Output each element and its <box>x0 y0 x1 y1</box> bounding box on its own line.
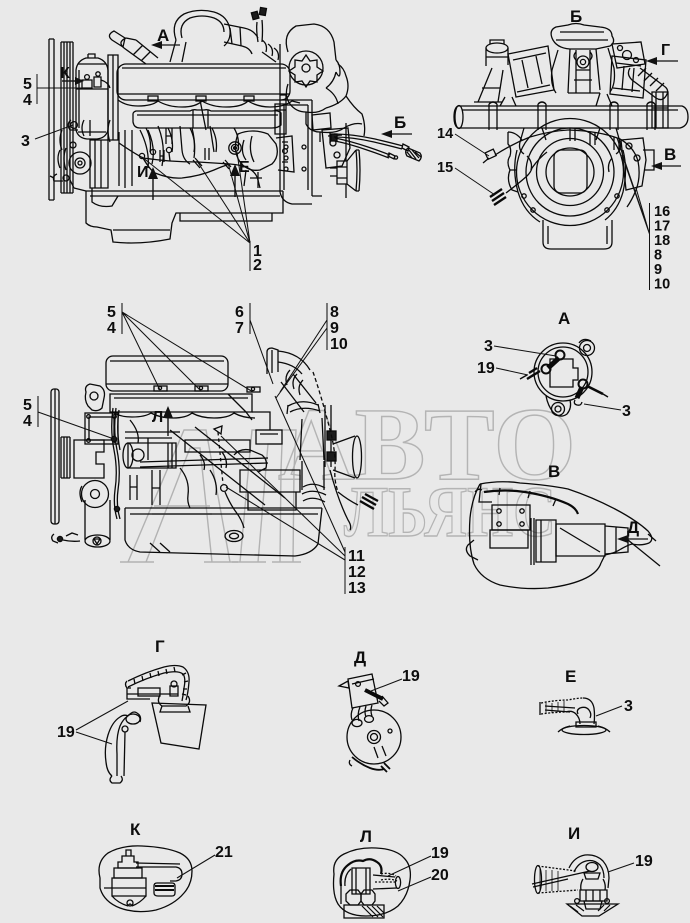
svg-text:ЛЬЯНС: ЛЬЯНС <box>344 472 556 552</box>
svg-text:6: 6 <box>235 304 244 321</box>
svg-text:19: 19 <box>635 853 653 870</box>
svg-text:8: 8 <box>654 248 662 264</box>
svg-text:14: 14 <box>437 126 453 142</box>
svg-text:12: 12 <box>348 564 366 581</box>
svg-text:Г: Г <box>661 42 670 59</box>
svg-text:4: 4 <box>23 92 32 109</box>
svg-text:9: 9 <box>330 320 339 337</box>
svg-text:1: 1 <box>253 243 262 260</box>
svg-text:Б: Б <box>570 7 582 26</box>
svg-text:16: 16 <box>654 204 670 220</box>
svg-text:К: К <box>130 820 141 839</box>
svg-text:Л: Л <box>152 409 163 426</box>
svg-text:Г: Г <box>155 637 165 656</box>
svg-text:Л: Л <box>360 827 372 846</box>
svg-text:К: К <box>60 65 70 82</box>
svg-text:4: 4 <box>23 413 32 430</box>
svg-text:3: 3 <box>624 698 633 715</box>
svg-text:5: 5 <box>23 76 32 93</box>
svg-text:Д: Д <box>627 518 639 537</box>
svg-text:15: 15 <box>437 160 453 176</box>
svg-text:Е: Е <box>565 667 576 686</box>
svg-text:8: 8 <box>330 304 339 321</box>
svg-text:10: 10 <box>654 277 670 293</box>
svg-text:3: 3 <box>21 133 30 150</box>
svg-text:21: 21 <box>215 844 233 861</box>
svg-text:Е: Е <box>239 159 250 176</box>
svg-text:4: 4 <box>107 320 116 337</box>
svg-text:Д: Д <box>354 648 366 667</box>
svg-text:9: 9 <box>654 262 662 278</box>
svg-text:18: 18 <box>654 233 670 249</box>
svg-text:В: В <box>548 462 560 481</box>
svg-text:20: 20 <box>431 867 449 884</box>
svg-text:19: 19 <box>57 724 75 741</box>
svg-text:А: А <box>558 309 570 328</box>
svg-text:13: 13 <box>348 580 366 597</box>
svg-text:3: 3 <box>622 403 631 420</box>
svg-text:И: И <box>568 824 580 843</box>
svg-text:10: 10 <box>330 336 348 353</box>
svg-text:5: 5 <box>23 397 32 414</box>
svg-text:В: В <box>664 145 676 164</box>
svg-text:И: И <box>137 164 149 181</box>
svg-text:19: 19 <box>431 845 449 862</box>
svg-text:Б: Б <box>394 113 406 132</box>
svg-text:А: А <box>157 26 169 45</box>
svg-text:19: 19 <box>477 360 495 377</box>
svg-text:3: 3 <box>484 338 493 355</box>
svg-text:5: 5 <box>107 304 116 321</box>
svg-text:11: 11 <box>348 548 365 565</box>
svg-text:7: 7 <box>235 320 244 337</box>
svg-text:17: 17 <box>654 219 670 235</box>
svg-text:19: 19 <box>402 668 420 685</box>
svg-text:2: 2 <box>253 257 262 274</box>
